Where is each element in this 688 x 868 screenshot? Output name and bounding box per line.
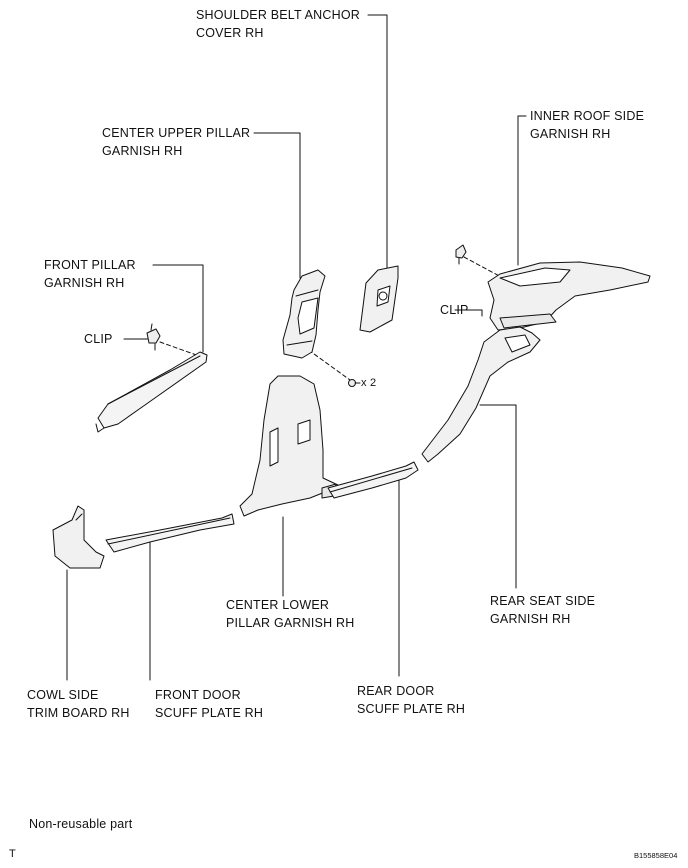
leader-lines — [66, 14, 527, 681]
figure-code-text: B155858E04 — [634, 851, 678, 860]
label-line: COVER RH — [196, 26, 264, 40]
label-line: INNER ROOF SIDE — [530, 109, 645, 123]
shoulder-belt-anchor-cover-shape — [359, 265, 399, 333]
label-center-upper-pillar-garnish: CENTER UPPER PILLAR GARNISH RH — [102, 124, 250, 160]
footer-left-mark: T — [9, 845, 16, 863]
label-shoulder-belt-anchor-cover: SHOULDER BELT ANCHOR COVER RH — [196, 6, 360, 42]
label-line: REAR DOOR — [357, 684, 435, 698]
label-line: SCUFF PLATE RH — [155, 706, 264, 720]
label-center-lower-pillar-garnish: CENTER LOWER PILLAR GARNISH RH — [226, 596, 354, 632]
label-line: SHOULDER BELT ANCHOR — [196, 8, 360, 22]
label-line: COWL SIDE — [27, 688, 99, 702]
cowl-side-trim-board-shape — [52, 505, 105, 569]
label-line: GARNISH RH — [530, 127, 611, 141]
front-door-scuff-plate-shape — [105, 513, 235, 553]
front-clip-shape — [146, 323, 161, 351]
label-cowl-side-trim-board: COWL SIDE TRIM BOARD RH — [27, 686, 130, 722]
label-inner-roof-side-garnish: INNER ROOF SIDE GARNISH RH — [530, 107, 644, 143]
footer-mark-text: T — [9, 848, 16, 860]
rear-seat-side-garnish-shape — [421, 326, 541, 463]
label-line: CENTER LOWER — [226, 598, 330, 612]
label-line: GARNISH RH — [44, 276, 125, 290]
label-line: GARNISH RH — [102, 144, 183, 158]
center-lower-pillar-garnish-shape — [239, 375, 341, 517]
label-rear-seat-side-garnish: REAR SEAT SIDE GARNISH RH — [490, 592, 595, 628]
rear-door-scuff-plate-shape — [327, 461, 419, 499]
figure-code: B155858E04 — [634, 847, 677, 865]
center-upper-pillar-garnish-shape — [282, 269, 326, 359]
label-line: GARNISH RH — [490, 612, 571, 626]
label-front-door-scuff-plate: FRONT DOOR SCUFF PLATE RH — [155, 686, 263, 722]
label-clip-front: CLIP — [81, 330, 113, 349]
label-front-pillar-garnish: FRONT PILLAR GARNISH RH — [44, 256, 136, 292]
legend-text: Non-reusable part — [29, 817, 133, 831]
label-line: CENTER UPPER PILLAR — [102, 126, 251, 140]
label-line: REAR SEAT SIDE — [490, 594, 596, 608]
roof-clip-shape — [455, 244, 467, 265]
label-line: SCUFF PLATE RH — [357, 702, 466, 716]
label-clip-roof: CLIP — [437, 301, 469, 320]
label-line: FRONT PILLAR — [44, 258, 136, 272]
quantity-text: x 2 — [361, 377, 377, 389]
label-line: PILLAR GARNISH RH — [226, 616, 355, 630]
clip-text: CLIP — [84, 332, 113, 346]
screw-shape — [348, 379, 361, 387]
inner-roof-side-garnish-shape — [487, 261, 651, 331]
label-screw-quantity: x 2 — [361, 374, 376, 392]
clip-text: CLIP — [440, 303, 469, 317]
label-rear-door-scuff-plate: REAR DOOR SCUFF PLATE RH — [357, 682, 465, 718]
label-line: TRIM BOARD RH — [27, 706, 130, 720]
label-line: FRONT DOOR — [155, 688, 241, 702]
legend: Non-reusable part — [26, 815, 132, 834]
front-pillar-garnish-shape — [95, 351, 208, 433]
